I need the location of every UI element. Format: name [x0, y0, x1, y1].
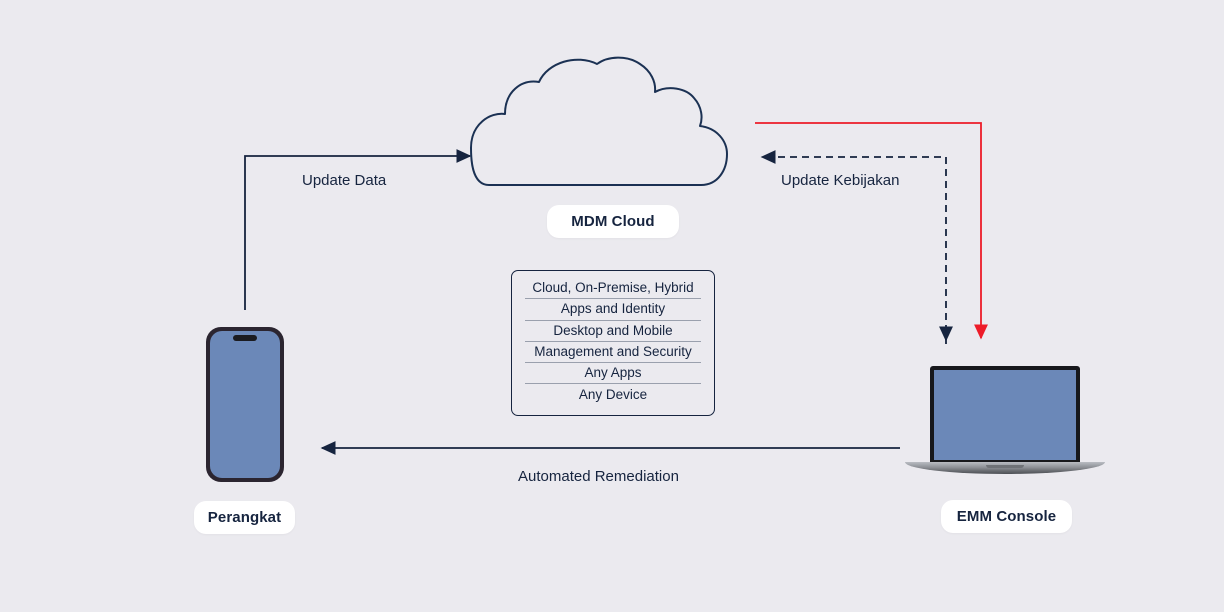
edge-update-kebijakan [760, 149, 947, 344]
edge-label-update-kebijakan: Update Kebijakan [781, 172, 900, 189]
edge-policy-red [755, 122, 989, 340]
feature-item: Cloud, On-Premise, Hybrid [532, 280, 694, 296]
node-label-emm-console: EMM Console [941, 500, 1072, 533]
laptop-base [905, 462, 1105, 474]
feature-item: Management and Security [512, 340, 714, 362]
laptop-lid [930, 366, 1080, 465]
node-label-mdm-cloud: MDM Cloud [547, 205, 679, 238]
smartphone-notch-icon [233, 335, 257, 341]
edge-label-update-data: Update Data [302, 172, 387, 189]
laptop-base-notch-icon [986, 465, 1024, 468]
edge-update-data [244, 148, 472, 310]
feature-item: Desktop and Mobile [512, 319, 714, 341]
feature-item: Any Device [512, 383, 714, 404]
smartphone-icon [206, 327, 284, 482]
feature-list-box: Cloud, On-Premise, Hybrid Apps and Ident… [511, 270, 715, 416]
smartphone-screen [210, 331, 280, 478]
cloud-icon [470, 56, 728, 186]
feature-item: Any Apps [512, 362, 714, 383]
edge-label-automated-remediation: Automated Remediation [518, 468, 679, 485]
node-label-perangkat: Perangkat [194, 501, 295, 534]
feature-item: Apps and Identity [512, 298, 714, 319]
laptop-icon [905, 366, 1105, 480]
laptop-screen [934, 370, 1076, 460]
